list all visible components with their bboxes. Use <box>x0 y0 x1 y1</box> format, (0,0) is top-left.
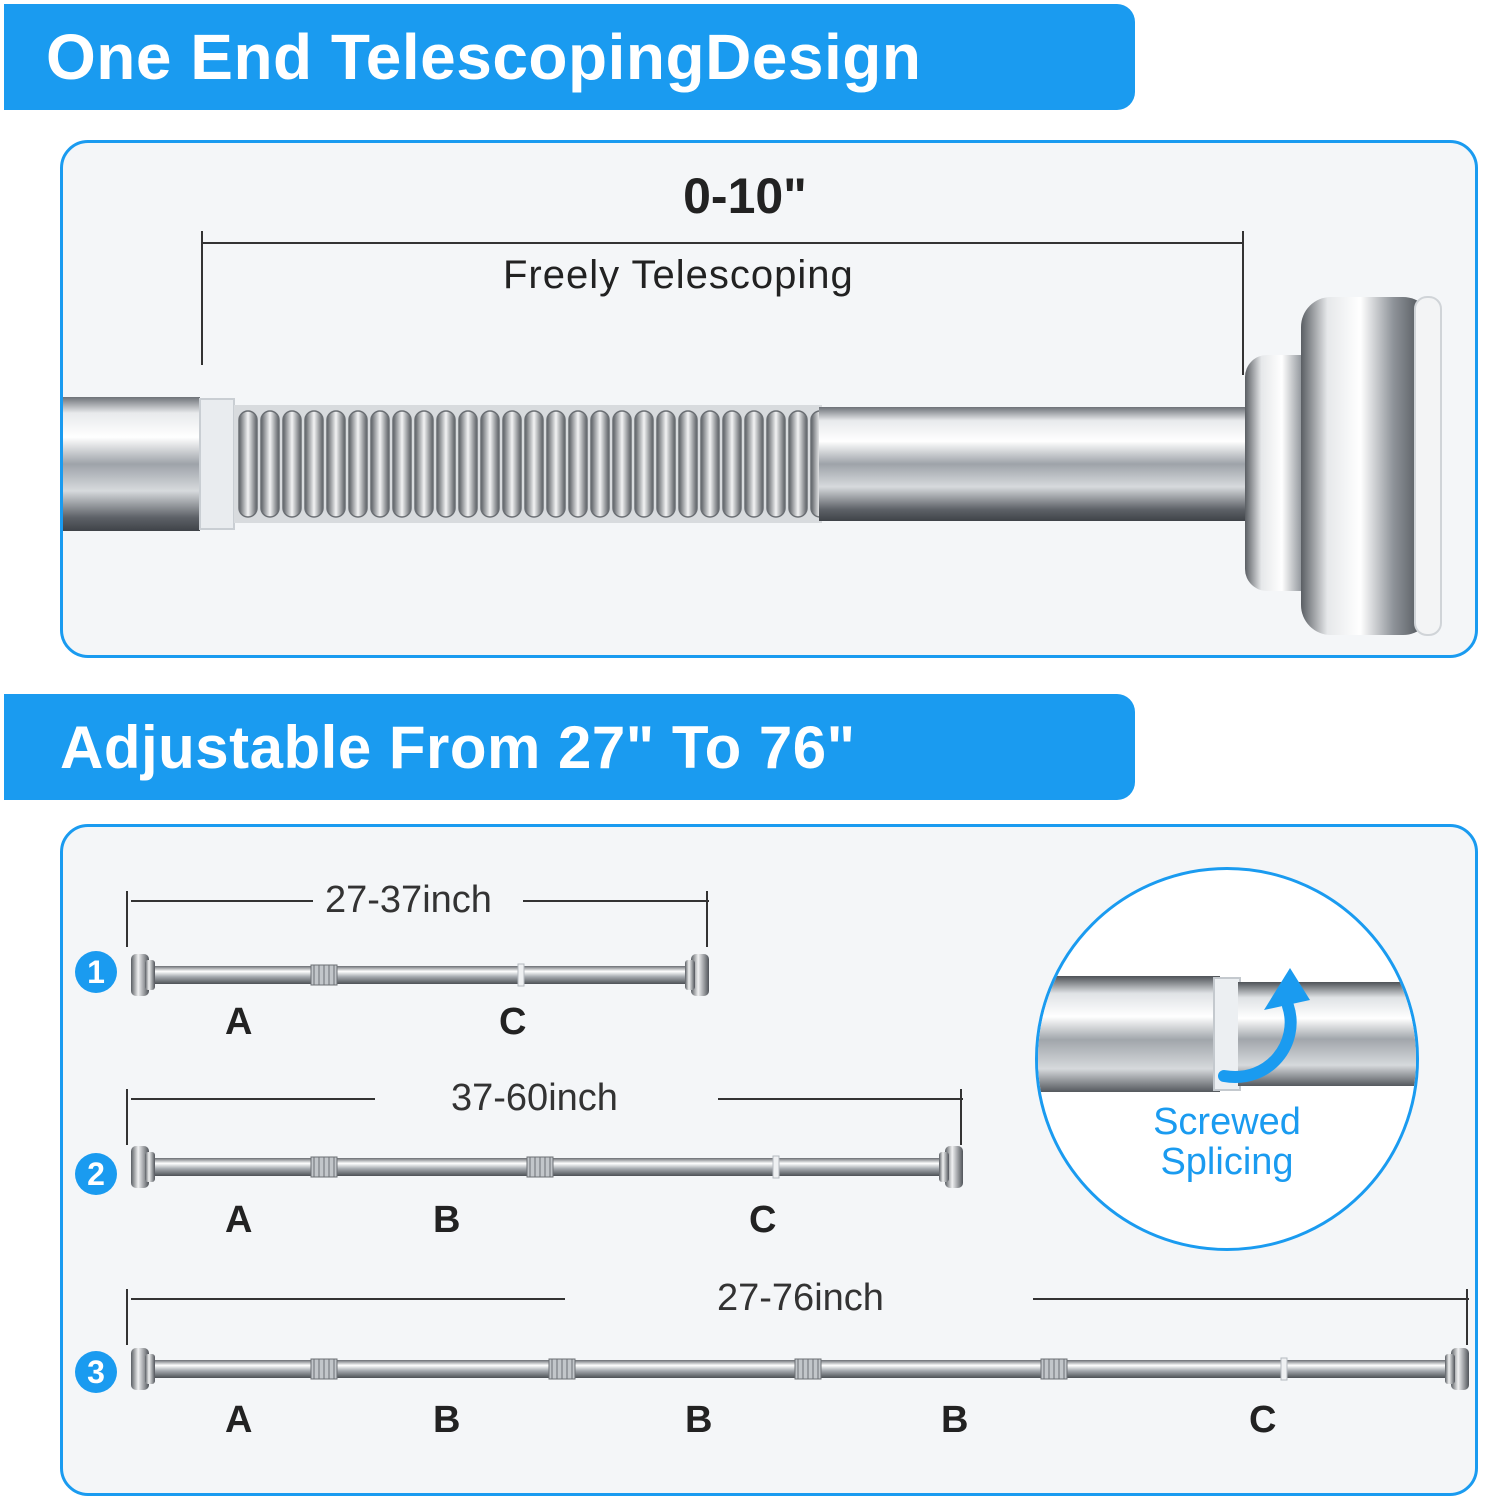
outer-tube <box>63 397 200 531</box>
spring-coil <box>766 410 786 518</box>
splice-caption-line1: Screwed <box>1153 1101 1301 1143</box>
segment-label: B <box>433 1399 461 1441</box>
section-title-banner: One End TelescopingDesign <box>4 4 1135 110</box>
spring-coil <box>634 410 654 518</box>
rod-end-cap <box>131 1348 149 1390</box>
spring-coil <box>238 410 258 518</box>
telescope-ring <box>517 963 525 987</box>
rod-end-collar <box>939 1152 949 1182</box>
config-number-badge: 3 <box>75 1351 117 1393</box>
rod-end-collar <box>1445 1354 1455 1384</box>
section-title: One End TelescopingDesign <box>46 21 922 93</box>
rod-tube <box>145 966 695 984</box>
spring-coil <box>656 410 676 518</box>
end-cap-base <box>1301 297 1433 635</box>
spring-coil <box>326 410 346 518</box>
splice-joint-closeup <box>1038 968 1416 1092</box>
spring-coils <box>238 410 830 518</box>
spring-coil <box>700 410 720 518</box>
config-length-label: 27-37inch <box>325 879 492 921</box>
rod-end-cap <box>691 954 709 996</box>
rod-end-collar <box>145 1354 155 1384</box>
telescoping-range: 0-10" <box>683 168 807 224</box>
spring-coil <box>744 410 764 518</box>
rod-end-collar <box>145 960 155 990</box>
segment-label: B <box>433 1199 461 1241</box>
segment-label: A <box>225 1001 253 1043</box>
segment-label: C <box>749 1199 777 1241</box>
spring-coil <box>678 410 698 518</box>
telescoping-detail-panel: 0-10" Freely Telescoping <box>60 140 1478 658</box>
splice-caption: Screwed Splicing <box>1038 1102 1416 1182</box>
telescope-ring <box>1280 1357 1288 1381</box>
spring-coil <box>568 410 588 518</box>
config-number-badge: 2 <box>75 1153 117 1195</box>
spring-coil <box>480 410 500 518</box>
spring-coil <box>260 410 280 518</box>
segment-label: B <box>685 1399 713 1441</box>
rod-end-cap <box>1451 1348 1469 1390</box>
spring-coil <box>722 410 742 518</box>
spring-coil <box>348 410 368 518</box>
spring-coil <box>392 410 412 518</box>
spring-coil <box>502 410 522 518</box>
segment-label: A <box>225 1399 253 1441</box>
spring-coil <box>436 410 456 518</box>
segment-label: C <box>1249 1399 1277 1441</box>
segment-label: B <box>941 1399 969 1441</box>
sleeve-ring <box>199 398 235 530</box>
section-title: Adjustable From 27" To 76" <box>60 713 856 781</box>
spring-coil <box>458 410 478 518</box>
screwed-splicing-zoom-callout: Screwed Splicing <box>1035 867 1419 1251</box>
config-length-label: 27-76inch <box>717 1277 884 1319</box>
config-number-badge: 1 <box>75 951 117 993</box>
configurations-panel: 1 27-37inch A C 2 37-60inch A B C 3 27-7… <box>60 824 1478 1496</box>
splice-caption-line2: Splicing <box>1160 1141 1294 1183</box>
inner-tube <box>819 407 1263 521</box>
telescoping-rod-illustration <box>63 231 1442 636</box>
spring-coil <box>304 410 324 518</box>
segment-label: A <box>225 1199 253 1241</box>
spring-coil <box>612 410 632 518</box>
rod-end-collar <box>145 1152 155 1182</box>
rod-end-cap <box>945 1146 963 1188</box>
telescoping-caption: Freely Telescoping <box>503 253 854 297</box>
section-title-banner: Adjustable From 27" To 76" <box>4 694 1135 800</box>
rod-end-collar <box>685 960 695 990</box>
rod-end-cap <box>131 954 149 996</box>
telescope-ring <box>772 1155 780 1179</box>
spring-coil <box>282 410 302 518</box>
spring-coil <box>524 410 544 518</box>
spring-coil <box>788 410 808 518</box>
spring-coil <box>370 410 390 518</box>
spring-coil <box>590 410 610 518</box>
rod-configurations-illustration <box>126 891 1469 1390</box>
segment-label: C <box>499 1001 527 1043</box>
spring-coil <box>414 410 434 518</box>
spring-coil <box>546 410 566 518</box>
rod-end-cap <box>131 1146 149 1188</box>
config-length-label: 37-60inch <box>451 1077 618 1119</box>
